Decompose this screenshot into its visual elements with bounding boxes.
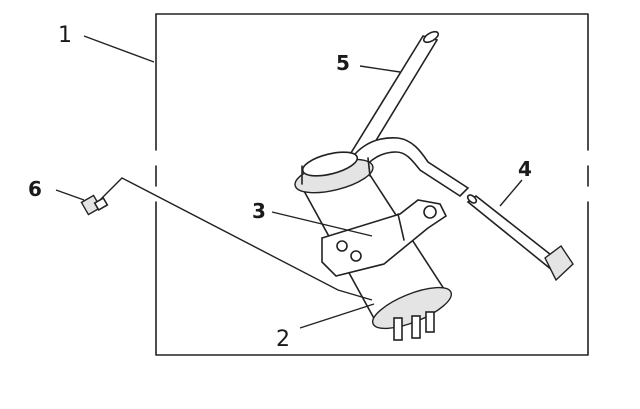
callout-1-leader — [83, 35, 155, 63]
callout-3: 3 — [252, 199, 266, 223]
curved-hose — [344, 137, 470, 198]
callout-5: 5 — [336, 51, 350, 75]
callout-2: 2 — [276, 327, 290, 352]
callout-4-leader — [499, 179, 523, 207]
bolt-leader-line — [99, 177, 373, 301]
callout-5-leader — [359, 65, 401, 73]
callout-3-leader — [271, 211, 373, 237]
callout-2-leader — [299, 303, 375, 329]
callout-6: 6 — [28, 177, 42, 201]
mounting-bracket — [321, 199, 448, 277]
bolt — [80, 194, 109, 216]
callout-6-leader — [55, 189, 85, 201]
short-hose — [466, 194, 574, 282]
callout-4: 4 — [518, 157, 532, 181]
assembly-frame — [155, 13, 589, 356]
callout-1: 1 — [58, 23, 72, 48]
